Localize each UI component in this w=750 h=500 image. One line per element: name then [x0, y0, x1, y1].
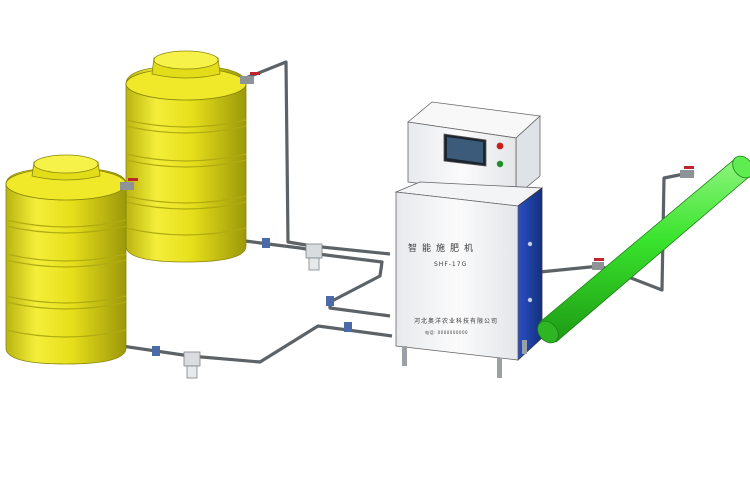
fertilizer-machine: [394, 101, 544, 378]
filter-icon: [305, 243, 323, 271]
valve-icon: [240, 72, 260, 84]
touchscreen-icon: [443, 133, 487, 167]
valve-icon: [120, 178, 138, 190]
pipe-back-tank-top: [235, 60, 391, 256]
indicator-light-icon: [496, 142, 504, 168]
tank-front: [5, 154, 127, 365]
tank-back: [125, 50, 247, 263]
green-main-pipe: [537, 155, 750, 344]
pipe-machine-outlet: [539, 170, 695, 292]
valve-icon: [680, 166, 694, 178]
machine-title-label: 智能施肥机: [408, 244, 479, 254]
pipe-middle-feed: [317, 252, 391, 318]
valve-icon: [592, 258, 604, 270]
machine-model-label: SHF-17G: [434, 261, 468, 268]
machine-phone-label: 电话: 0000000000: [425, 330, 469, 335]
machine-company-label: 河北奥洋农业科技有限公司: [414, 318, 499, 325]
pipe-front-tank-bottom: [121, 324, 393, 364]
valve-icon: [152, 238, 352, 356]
filter-icon: [183, 351, 201, 379]
